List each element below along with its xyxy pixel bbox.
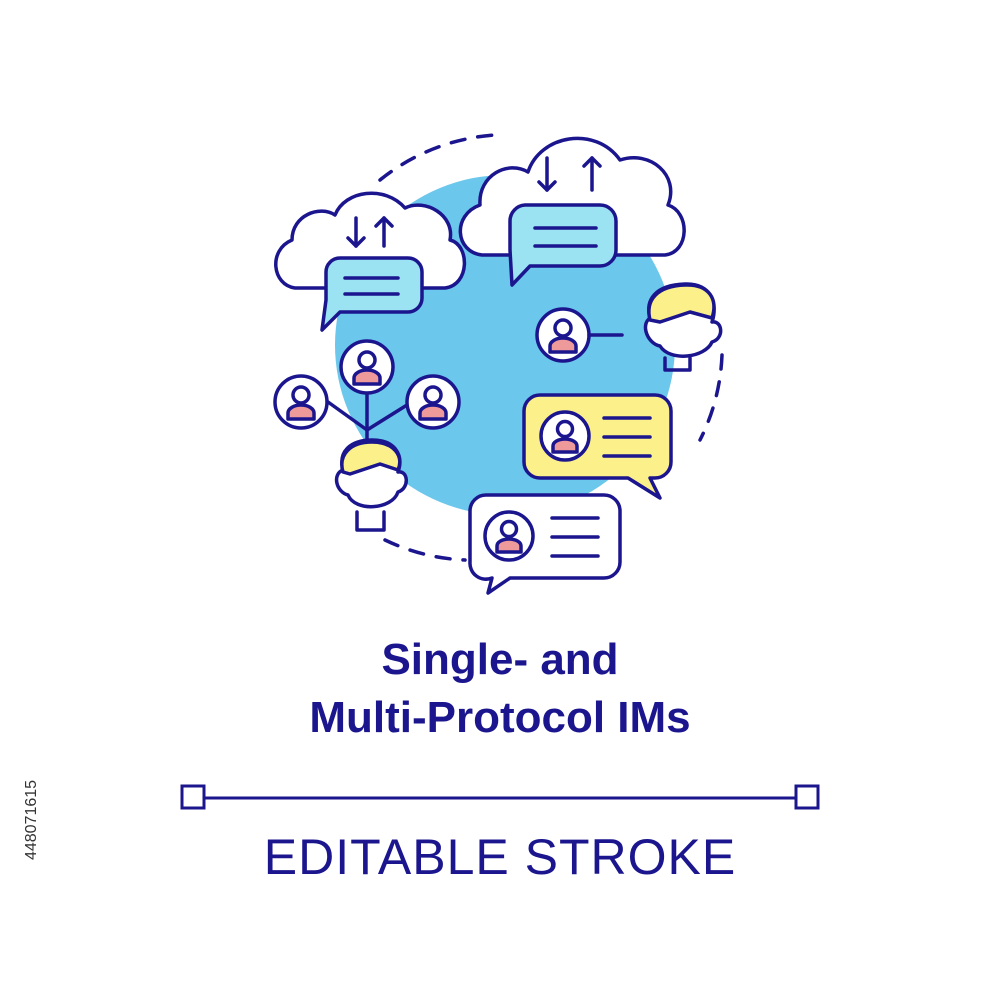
title-line-1: Single- and — [381, 635, 619, 684]
user-avatar-icon — [405, 374, 461, 430]
arrow-down-icon — [346, 216, 366, 248]
chat-bubble-icon — [468, 493, 622, 595]
caption: EDITABLE STROKE — [263, 829, 737, 885]
editable-stroke-rule — [180, 784, 820, 810]
network-icon — [326, 391, 409, 454]
user-avatar-icon — [339, 339, 395, 395]
concept-illustration — [273, 133, 724, 595]
person-head-icon — [643, 282, 723, 372]
person-head-icon — [334, 438, 408, 532]
arrow-up-icon — [582, 156, 602, 192]
arrow-up-icon — [374, 216, 394, 248]
stock-id-text: 448071615 — [23, 779, 40, 861]
stock-id: 448071615 — [22, 760, 42, 880]
stroke-handle-left — [180, 784, 206, 810]
stroke-handle-right — [794, 784, 820, 810]
user-avatar-icon — [535, 307, 591, 363]
dashed-circle — [378, 133, 724, 562]
chat-bubble-icon — [508, 203, 618, 287]
arrow-down-icon — [537, 156, 557, 192]
user-avatar-icon — [273, 374, 329, 430]
chat-bubble-icon — [320, 256, 424, 332]
chat-bubble-icon — [522, 393, 673, 500]
title-line-2: Multi-Protocol IMs — [309, 693, 691, 742]
